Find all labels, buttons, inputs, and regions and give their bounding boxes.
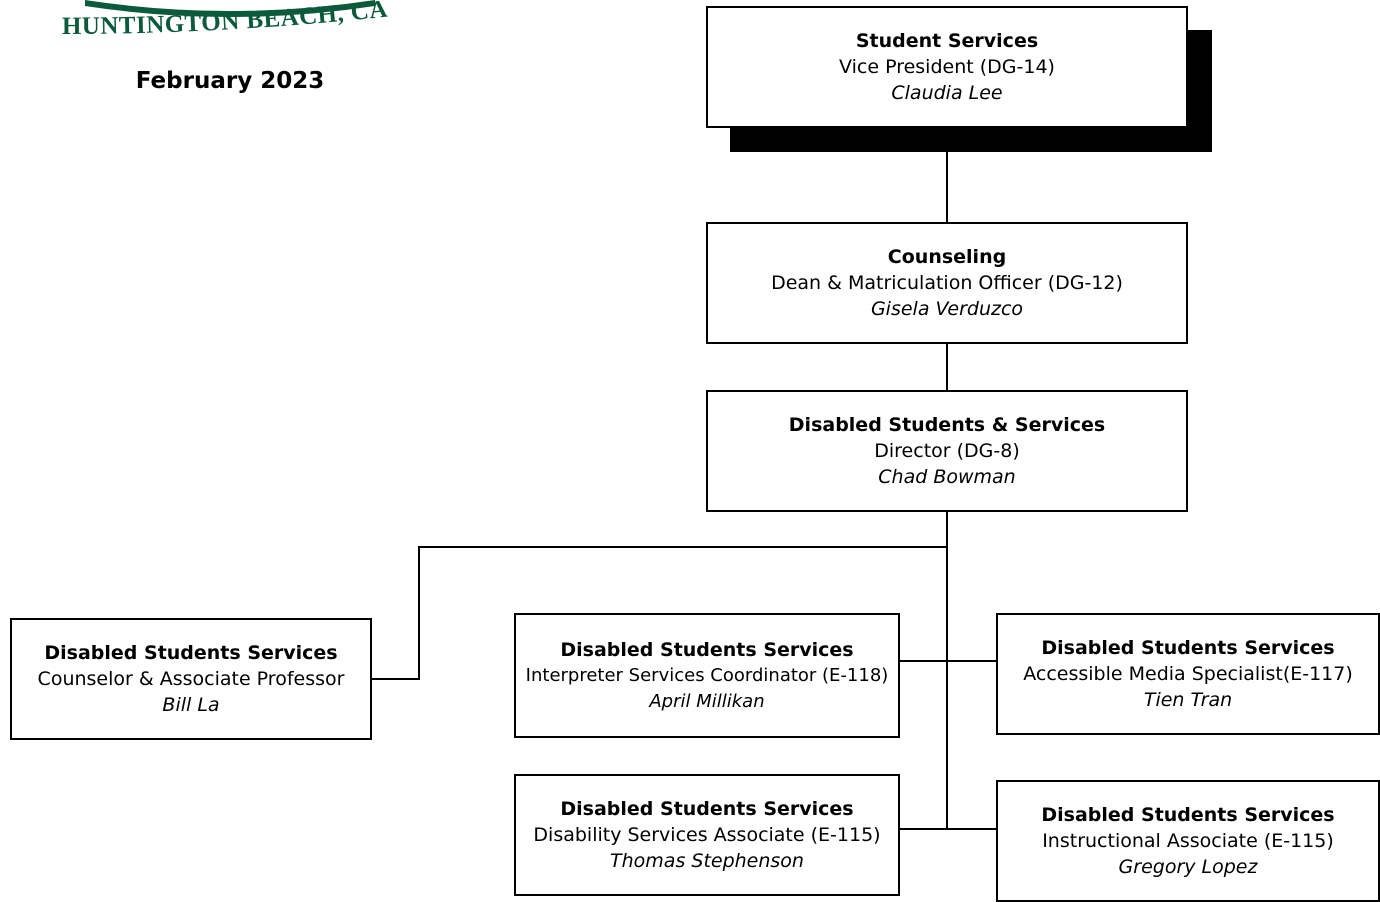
- org-node-director: Disabled Students & Services Director (D…: [706, 390, 1188, 512]
- chart-date: February 2023: [135, 68, 325, 94]
- node-title: Disabled Students & Services: [788, 414, 1106, 436]
- connector-director-trunk: [946, 511, 948, 830]
- college-logo: HUNTINGTON BEACH, CA: [62, 0, 389, 40]
- connector-counselor-drop: [418, 546, 420, 680]
- node-person: Thomas Stephenson: [610, 850, 804, 872]
- node-title: Disabled Students Services: [1041, 804, 1335, 826]
- org-node-vice-president: Student Services Vice President (DG-14) …: [706, 6, 1188, 128]
- node-person: Claudia Lee: [891, 82, 1003, 104]
- org-node-instructional-associate: Disabled Students Services Instructional…: [996, 780, 1380, 902]
- node-person: Bill La: [162, 694, 220, 716]
- node-title: Disabled Students Services: [44, 642, 338, 664]
- node-person: April Millikan: [649, 690, 765, 712]
- org-node-accessible-media-specialist: Disabled Students Services Accessible Me…: [996, 613, 1380, 735]
- connector-row2: [898, 828, 998, 830]
- node-person: Tien Tran: [1143, 689, 1233, 711]
- org-node-interpreter-coordinator: Disabled Students Services Interpreter S…: [514, 613, 900, 738]
- org-node-counselor: Disabled Students Services Counselor & A…: [10, 618, 372, 740]
- node-title: Disabled Students Services: [1041, 637, 1335, 659]
- node-role: Vice President (DG-14): [839, 56, 1055, 78]
- node-person: Gregory Lopez: [1118, 856, 1258, 878]
- node-role: Interpreter Services Coordinator (E-118): [525, 664, 889, 686]
- node-title: Disabled Students Services: [560, 638, 854, 661]
- node-title: Student Services: [855, 30, 1039, 52]
- node-role: Instructional Associate (E-115): [1042, 830, 1334, 852]
- node-role: Director (DG-8): [874, 440, 1020, 462]
- connector-counselor-stub: [370, 678, 420, 680]
- org-node-disability-services-associate: Disabled Students Services Disability Se…: [514, 774, 900, 896]
- node-role: Counselor & Associate Professor: [37, 668, 345, 690]
- connector-vp-dean: [946, 127, 948, 223]
- connector-row1: [898, 660, 998, 662]
- node-person: Chad Bowman: [878, 466, 1016, 488]
- node-title: Counseling: [887, 246, 1007, 268]
- connector-counselor-branch: [418, 546, 947, 548]
- connector-dean-director: [946, 343, 948, 391]
- node-role: Dean & Matriculation Officer (DG-12): [771, 272, 1123, 294]
- node-person: Gisela Verduzco: [870, 298, 1024, 320]
- org-node-dean: Counseling Dean & Matriculation Officer …: [706, 222, 1188, 344]
- node-role: Accessible Media Specialist(E-117): [1023, 663, 1353, 685]
- node-title: Disabled Students Services: [560, 798, 854, 820]
- logo-banner: [85, 0, 375, 17]
- node-role: Disability Services Associate (E-115): [533, 824, 881, 846]
